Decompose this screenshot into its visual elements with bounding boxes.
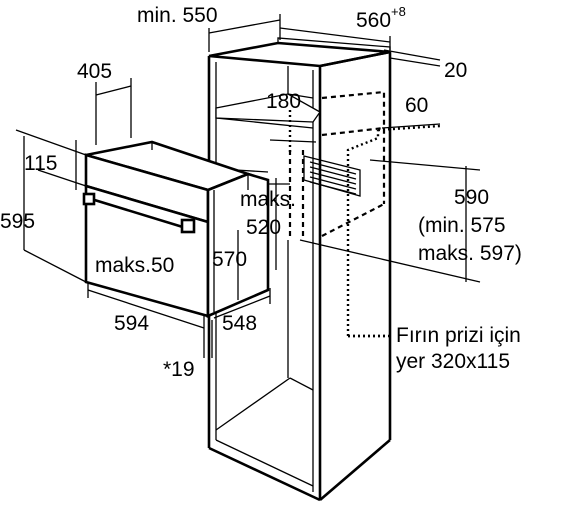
label-front-offset: *19	[163, 358, 195, 381]
cabinet-floor-back-edge2	[289, 377, 314, 391]
cabinet-bottom-right-edge	[319, 439, 391, 501]
label-height-570: 570	[212, 248, 247, 271]
label-niche-max-value: 520	[246, 216, 281, 239]
label-socket-1: Fırın prizi için	[396, 324, 521, 347]
dim-115-ext-bottom	[37, 169, 87, 187]
upper-shelf-front	[215, 117, 314, 129]
dim-590-ext-bottom	[299, 239, 481, 283]
cabinet	[207, 37, 441, 502]
label-oven-width: 594	[114, 312, 149, 335]
vent-grille-hatch	[309, 161, 357, 195]
niche-rear-dashed-top	[321, 90, 386, 204]
label-depth-60: 60	[405, 94, 428, 117]
label-body-width: 548	[222, 312, 257, 335]
oven	[82, 140, 270, 318]
dim-180-line	[269, 139, 317, 143]
dim-115-ext-top	[15, 129, 87, 156]
upper-shelf	[215, 93, 321, 123]
dim-60-line	[381, 123, 441, 129]
dimension-labels: min. 550 560 +8 20 405 180 60 115 595 ma…	[0, 4, 522, 381]
dim-594-line	[87, 289, 205, 329]
label-cabinet-depth: 560	[356, 9, 391, 32]
oven-top-rail2	[235, 169, 269, 173]
label-cabinet-depth-sup: +8	[391, 4, 406, 19]
dim-20-line-b	[389, 57, 441, 67]
label-niche-height-3: maks. 597)	[418, 242, 522, 265]
socket-area-dotted-top	[377, 124, 441, 132]
niche-rear-dashed-bottom	[321, 203, 385, 237]
cabinet-top-right-edge	[319, 50, 391, 68]
label-oven-depth: 405	[77, 60, 112, 83]
oven-handle-start	[82, 192, 96, 206]
label-niche-height-1: 590	[454, 186, 489, 209]
dim-20-line-a	[383, 49, 441, 61]
dim-590-ext-top	[369, 159, 481, 171]
label-top-gap: 20	[444, 59, 467, 82]
upper-shelf-back	[287, 93, 314, 99]
dim-548-line	[213, 295, 271, 319]
label-front-max: maks.50	[95, 254, 174, 277]
vent-grille	[303, 155, 361, 197]
niche-rear-dashed-mid	[321, 126, 385, 137]
dim-550-line	[208, 19, 281, 34]
dim-595-ext-bottom	[23, 249, 87, 283]
dim-405-line	[95, 85, 132, 96]
oven-handle-end	[180, 218, 196, 234]
label-niche-max: maks.	[240, 188, 296, 211]
cabinet-floor-back-edge	[215, 377, 291, 431]
cabinet-bottom-inner	[215, 439, 314, 487]
label-niche-height-2: (min. 575	[418, 214, 506, 237]
dimension-lines	[15, 14, 481, 358]
label-depth-180: 180	[266, 90, 301, 113]
label-oven-height: 595	[0, 210, 35, 233]
oven-handle	[87, 196, 187, 230]
dim-560-line	[279, 27, 391, 43]
cabinet-bottom-front	[208, 446, 321, 502]
label-socket-2: yer 320x115	[396, 350, 510, 373]
label-cabinet-min-width: min. 550	[137, 4, 218, 27]
cabinet-top	[208, 41, 391, 68]
label-panel-115: 115	[24, 152, 57, 175]
